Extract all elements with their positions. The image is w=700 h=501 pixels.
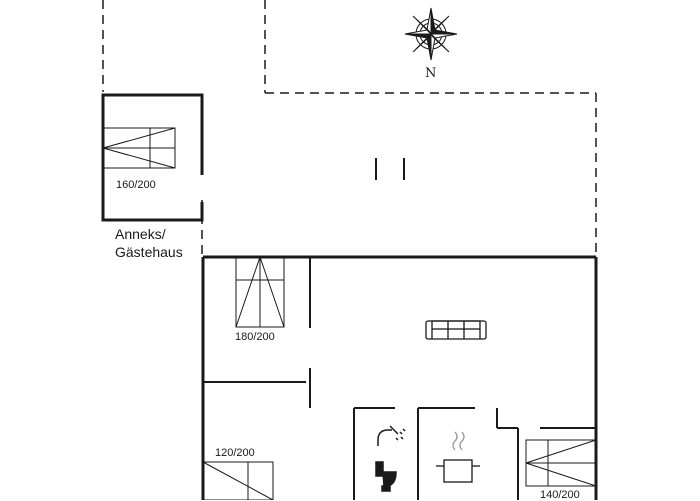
annex-label-line1: Anneks/ <box>115 226 166 242</box>
bed-1 <box>235 256 285 328</box>
north-label: N <box>425 66 437 81</box>
cooking-pot-icon <box>436 431 480 483</box>
toilet-icon <box>375 461 397 492</box>
interior-walls <box>203 257 596 500</box>
shower-icon <box>377 425 406 446</box>
annex-walls <box>101 93 204 222</box>
annex-bed <box>102 127 176 169</box>
terrace-outline <box>102 0 597 256</box>
annex-bed-size: 160/200 <box>116 179 156 191</box>
compass-rose-icon <box>404 7 458 61</box>
sofa-icon <box>425 320 487 340</box>
bed-1-size: 180/200 <box>235 331 275 343</box>
terrace-door-marks <box>375 158 405 180</box>
bed-3-size: 140/200 <box>540 489 580 501</box>
bed-2-size: 120/200 <box>215 447 255 459</box>
bed-3 <box>525 439 597 487</box>
main-house-walls <box>201 255 598 500</box>
bed-2 <box>202 461 274 500</box>
annex-label-line2: Gästehaus <box>115 244 183 260</box>
